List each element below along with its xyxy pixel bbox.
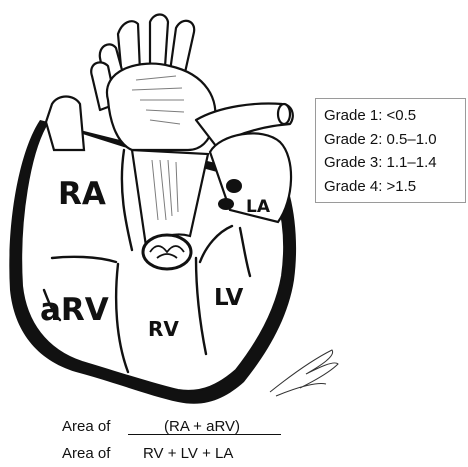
label-rv: RV [148,317,179,341]
great-vessels [91,15,293,151]
valve-ring [143,235,191,269]
superior-vena-cava [46,97,84,151]
pulmonary-vein [226,179,242,193]
fraction-bar [128,434,281,435]
grade-3-row: Grade 3: 1.1–1.4 [324,151,465,175]
grade-legend: Grade 1: <0.5 Grade 2: 0.5–1.0 Grade 3: … [315,98,466,203]
artist-signature [270,350,338,396]
numerator-prefix: Area of [62,418,110,435]
formula-denominator: RV + LV + LA [143,445,233,462]
formula-numerator: (RA + aRV) [164,418,240,435]
label-lv: LV [214,285,243,311]
grade-1-row: Grade 1: <0.5 [324,104,465,128]
label-ra: RA [58,176,106,212]
pulmonary-vein [218,198,234,210]
label-la: LA [246,197,271,217]
grade-2-row: Grade 2: 0.5–1.0 [324,128,465,152]
label-arv: aRV [40,292,109,328]
denominator-prefix: Area of [62,445,110,462]
grade-4-row: Grade 4: >1.5 [324,175,465,199]
